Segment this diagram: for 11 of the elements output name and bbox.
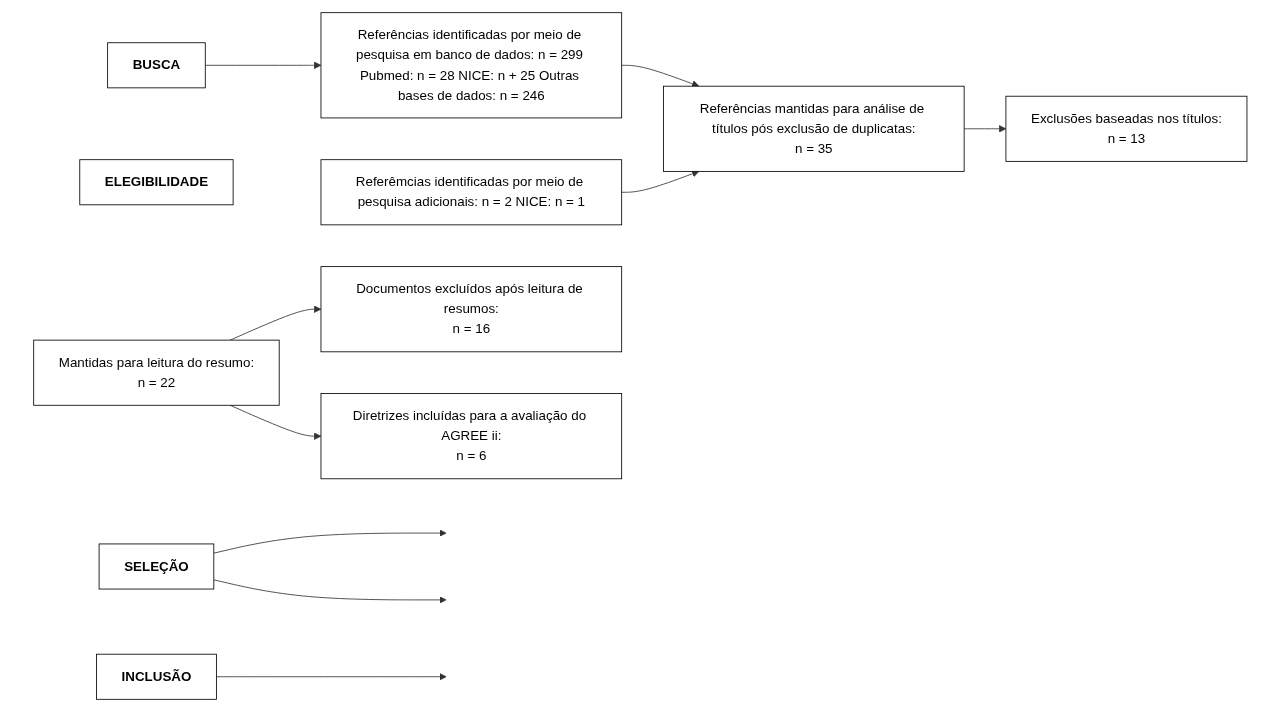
node-box: Referências mantidas para análise de títulos pós exclusão de duplicatas: n = 35 bbox=[662, 85, 965, 172]
node-box: Exclusões baseadas nos títulos: n = 13 bbox=[1005, 95, 1248, 162]
node-box: Diretrizes incluídas para a avaliação do AGREE ii: n = 6 bbox=[320, 393, 622, 480]
node-box: Referêmcias identificadas por meio de pesquisa adicionais: n = 2 NICE: n = 1 bbox=[320, 159, 622, 226]
node-box: INCLUSÃO bbox=[95, 653, 217, 700]
node-box: SELEÇÃO bbox=[98, 543, 214, 590]
node-box: Referências identificadas por meio de pesquisa em banco de dados: n = 299 Pubmed: n = 28 NICE: n + 25 Outras bases de dados: n = 246 bbox=[320, 12, 622, 119]
node-box: Mantidas para leitura do resumo: n = 22 bbox=[32, 339, 280, 406]
node-box: BUSCA bbox=[106, 42, 206, 89]
node-box: Documentos excluídos após leitura de resumos: n = 16 bbox=[320, 266, 622, 353]
node-box: ELEGIBILIDADE bbox=[79, 159, 234, 206]
